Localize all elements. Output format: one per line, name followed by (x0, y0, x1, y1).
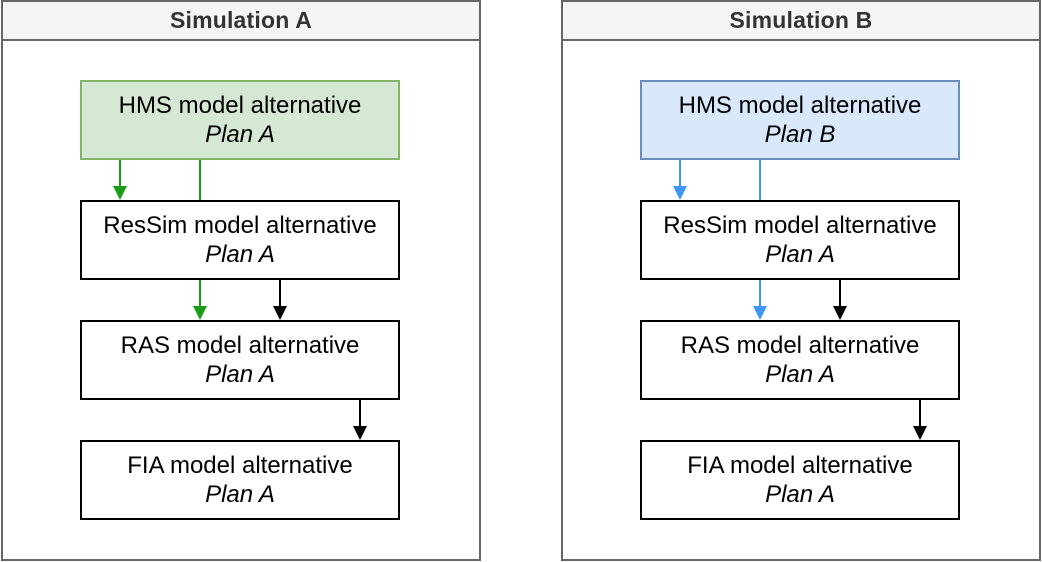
simulation-a-title: Simulation A (169, 7, 313, 33)
fia-plan-label: Plan A (205, 481, 275, 508)
hms-to-ressim-arrow-head (673, 186, 687, 200)
ressim-plan-label: Plan A (765, 241, 835, 268)
ras-to-fia-arrow-head (913, 426, 927, 440)
connector-layer (113, 160, 367, 440)
hms-plan-label: Plan B (764, 121, 836, 148)
fia-model-box: FIA model alternative Plan A (640, 440, 960, 520)
ressim-model-label: ResSim model alternative (663, 212, 937, 239)
ressim-to-ras-arrow-head (273, 306, 287, 320)
simulation-b-diagram: HMS model alternative Plan B ResSim mode… (563, 41, 1039, 559)
fia-plan-label: Plan A (765, 481, 835, 508)
fia-model-box: FIA model alternative Plan A (80, 440, 400, 520)
ras-plan-label: Plan A (205, 361, 275, 388)
simulation-a-diagram: HMS model alternative Plan A ResSim mode… (3, 41, 479, 559)
ras-to-fia-arrow-head (353, 426, 367, 440)
hms-model-label: HMS model alternative (678, 92, 922, 119)
simulation-a-title-bar: Simulation A (3, 2, 479, 41)
hms-model-box: HMS model alternative Plan B (640, 80, 960, 160)
simulation-b-title-bar: Simulation B (563, 2, 1039, 41)
ras-model-label: RAS model alternative (120, 332, 360, 359)
fia-model-label: FIA model alternative (127, 452, 353, 479)
simulation-a-panel: Simulation A HMS model alternative Plan … (1, 0, 481, 561)
hms-model-label: HMS model alternative (118, 92, 362, 119)
ras-model-box: RAS model alternative Plan A (80, 320, 400, 400)
simulation-b-title: Simulation B (729, 7, 873, 33)
hms-to-ras-arrow-head (193, 306, 207, 320)
simulation-b-panel: Simulation B HMS model alternative Plan … (561, 0, 1041, 561)
ras-model-label: RAS model alternative (680, 332, 920, 359)
ressim-plan-label: Plan A (205, 241, 275, 268)
hms-plan-label: Plan A (205, 121, 275, 148)
ras-model-box: RAS model alternative Plan A (640, 320, 960, 400)
hms-to-ressim-arrow-head (113, 186, 127, 200)
ressim-model-box: ResSim model alternative Plan A (640, 200, 960, 280)
ressim-model-label: ResSim model alternative (103, 212, 377, 239)
ras-plan-label: Plan A (765, 361, 835, 388)
hms-model-box: HMS model alternative Plan A (80, 80, 400, 160)
fia-model-label: FIA model alternative (687, 452, 913, 479)
ressim-model-box: ResSim model alternative Plan A (80, 200, 400, 280)
hms-to-ras-arrow-head (753, 306, 767, 320)
connector-layer (673, 160, 927, 440)
ressim-to-ras-arrow-head (833, 306, 847, 320)
